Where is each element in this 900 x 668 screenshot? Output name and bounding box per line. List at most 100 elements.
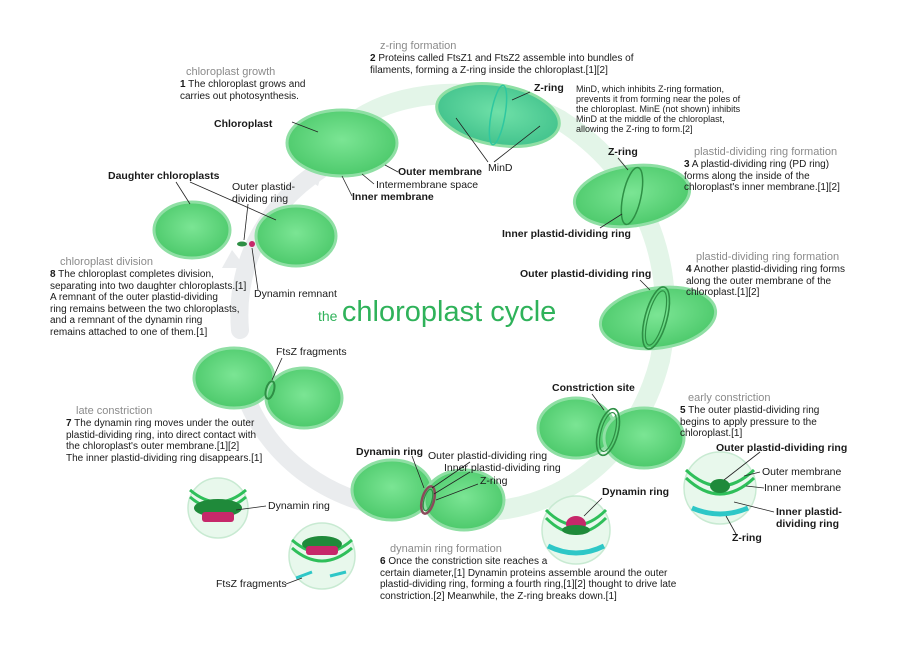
label-dynamin-ring-inset7: Dynamin ring xyxy=(268,500,330,512)
label-inner-membrane: Inner membrane xyxy=(352,191,434,203)
stage4-text: Another plastid-dividing ring forms alon… xyxy=(686,264,845,298)
label-outer-pd-ring-inset5: Outer plastid-dividing ring xyxy=(716,442,848,454)
pointer-line xyxy=(745,485,765,489)
inset-stage5 xyxy=(683,451,757,525)
stage7-heading: late constriction xyxy=(76,405,153,417)
label-z-ring-stage2: Z-ring xyxy=(534,82,564,94)
pointer-line xyxy=(361,173,375,185)
stage4-number: 4 xyxy=(686,264,692,275)
inset-stage7-bottom xyxy=(288,522,356,590)
chloroplast-stage5 xyxy=(536,396,686,470)
label-inner-membrane-inset5: Inner membrane xyxy=(764,482,842,494)
pointer-line xyxy=(175,181,191,205)
stage7-text: The dynamin ring moves under the outer p… xyxy=(66,418,263,464)
title-prefix: the xyxy=(318,308,338,324)
inner-pd-ring-stage4 xyxy=(644,290,668,346)
z-ring-stage2 xyxy=(488,84,508,146)
label-dynamin-ring-inset6: Dynamin ring xyxy=(602,486,670,498)
pointer-line xyxy=(189,181,277,221)
label-outer-pd-ring-stage4: Outer plastid-dividing ring xyxy=(520,268,652,280)
pointer-line xyxy=(285,577,303,585)
label-constriction-site: Constriction site xyxy=(552,382,635,394)
label-intermembrane-space: Intermembrane space xyxy=(376,179,479,191)
stage3-heading: plastid-dividing ring formation xyxy=(694,146,838,158)
stage5-heading: early constriction xyxy=(688,392,771,404)
label-chloroplast: Chloroplast xyxy=(214,118,273,130)
label-inner-pd-ring-inset5: Inner plastid- dividing ring xyxy=(776,506,842,530)
outer-pd-ring-stage4 xyxy=(641,286,671,350)
pointer-line xyxy=(271,357,283,381)
pointer-line xyxy=(723,451,761,481)
stage7-number: 7 xyxy=(66,418,72,429)
label-daughter-chloroplasts: Daughter chloroplasts xyxy=(108,170,220,182)
diagram-title: the chloroplast cycle xyxy=(318,296,556,329)
pointer-line xyxy=(411,455,425,489)
label-ftsz-fragments-stage7: FtsZ fragments xyxy=(276,346,347,358)
pointer-line xyxy=(725,515,737,535)
stage6-text: Once the constriction site reaches a cer… xyxy=(380,556,677,602)
stage5-description: 5 The outer plastid-dividing ring begins… xyxy=(680,405,819,440)
stage2-note: MinD, which inhibits Z-ring formation, p… xyxy=(576,84,741,134)
stage7-description: 7 The dynamin ring moves under the outer… xyxy=(66,418,262,464)
stage6-number: 6 xyxy=(380,556,386,567)
label-ftsz-fragments-inset7: FtsZ fragments xyxy=(216,578,287,590)
pointer-line xyxy=(733,501,775,513)
label-dynamin-remnant: Dynamin remnant xyxy=(254,288,337,300)
pointer-line xyxy=(433,471,471,495)
stage4-heading: plastid-dividing ring formation xyxy=(696,251,840,263)
label-outer-membrane: Outer membrane xyxy=(398,166,483,178)
chloroplast-stage7 xyxy=(192,346,344,430)
inner-pd-ring-stage3 xyxy=(620,166,644,226)
stage3-text: A plastid-dividing ring (PD ring) forms … xyxy=(684,159,840,193)
stage5-number: 5 xyxy=(680,405,686,416)
pointer-line xyxy=(493,125,541,163)
stage1-description: 1 The chloroplast grows and carries out … xyxy=(180,79,305,102)
daughter-chloroplast-right xyxy=(254,204,338,268)
pointer-line xyxy=(291,121,319,133)
stage1-number: 1 xyxy=(180,79,186,90)
stage3-description: 3 A plastid-dividing ring (PD ring) form… xyxy=(684,159,840,194)
daughter-chloroplast-left xyxy=(152,200,232,260)
stage8-heading: chloroplast division xyxy=(60,256,153,268)
pointer-line xyxy=(617,157,629,171)
label-outer-pd-ring-stage8: Outer plastid- dividing ring xyxy=(232,181,296,205)
stage3-number: 3 xyxy=(684,159,690,170)
title-main: chloroplast cycle xyxy=(341,296,557,328)
label-z-ring-stage6: Z-ring xyxy=(480,475,508,487)
stage2-description: 2 Proteins called FtsZ1 and FtsZ2 assemb… xyxy=(370,53,633,76)
stage4-description: 4 Another plastid-dividing ring forms al… xyxy=(686,264,845,299)
label-inner-pd-ring-stage6: Inner plastid-dividing ring xyxy=(444,462,561,474)
stage6-heading: dynamin ring formation xyxy=(390,543,502,555)
inset-stage6 xyxy=(541,495,611,565)
pointer-line xyxy=(455,117,489,163)
label-z-ring-inset5: Z-ring xyxy=(732,532,762,544)
pointer-line xyxy=(599,213,623,229)
stage6-description: 6 Once the constriction site reaches a c… xyxy=(380,556,676,602)
inset-stage7-top xyxy=(187,477,249,539)
label-outer-pd-ring-stage6: Outer plastid-dividing ring xyxy=(428,450,548,462)
pointer-line xyxy=(251,247,259,291)
stage1-heading: chloroplast growth xyxy=(186,66,276,78)
label-z-ring-stage3: Z-ring xyxy=(608,146,638,158)
stage2-heading: z-ring formation xyxy=(380,40,457,52)
label-mind: MinD xyxy=(488,162,513,174)
outer-pd-ring-remnant xyxy=(237,241,247,247)
pointer-line xyxy=(511,91,531,101)
chloroplast-stage6 xyxy=(350,458,506,532)
chloroplast-stage4 xyxy=(598,285,718,351)
pointer-line xyxy=(583,497,603,517)
stage8-number: 8 xyxy=(50,269,56,280)
pointer-line xyxy=(591,393,605,411)
chloroplast-stage3 xyxy=(572,163,692,229)
stage2-number: 2 xyxy=(370,53,376,64)
pointer-line xyxy=(435,483,479,501)
pointer-line xyxy=(235,505,267,511)
stage1-text: The chloroplast grows and carries out ph… xyxy=(180,79,306,102)
pointer-line xyxy=(243,203,249,241)
stage5-text: The outer plastid-dividing ring begins t… xyxy=(680,405,820,439)
label-dynamin-ring-stage6: Dynamin ring xyxy=(356,446,424,458)
pointer-line xyxy=(341,175,353,197)
dynamin-remnant xyxy=(249,241,255,247)
